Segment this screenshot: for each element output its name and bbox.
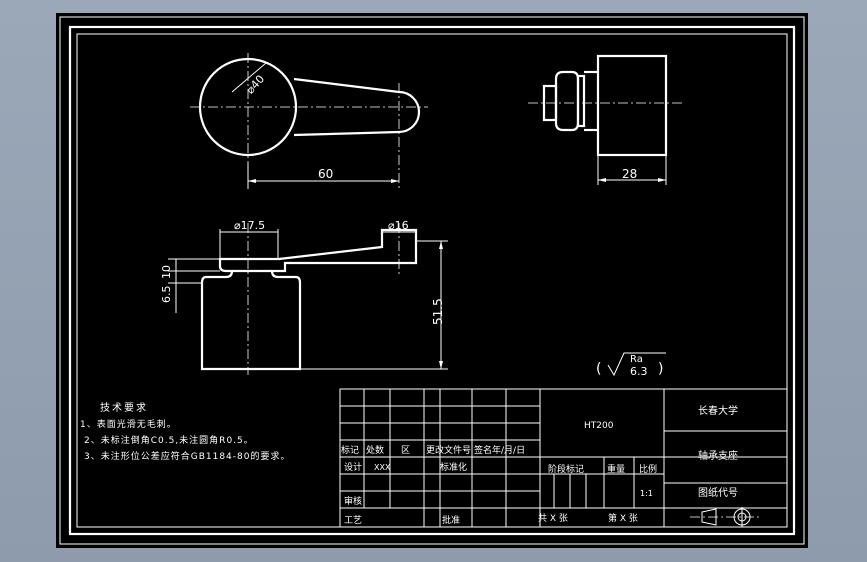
note-item-2: 2、未标注倒角C0.5,未注圆角R0.5。	[84, 434, 254, 446]
inner-border	[68, 25, 796, 536]
arrow-right	[391, 179, 399, 183]
dim-60: 60	[318, 167, 333, 181]
front-outline	[200, 228, 418, 371]
label-process: 工艺	[344, 515, 362, 526]
sheets-total: 共 X 张	[538, 513, 568, 524]
side-body	[596, 54, 668, 157]
label-standard: 标准化	[440, 461, 467, 473]
boss-collar	[554, 70, 580, 132]
projection-symbol	[690, 507, 762, 527]
dim-d40: ⌀40	[244, 72, 267, 96]
drawing-sheet: ⌀40 60 28	[56, 13, 808, 548]
arrow-28-left	[598, 178, 606, 182]
top-view-lever: ⌀40 60	[190, 53, 428, 189]
label-weight: 重量	[607, 463, 625, 475]
label-sign-date: 签名年/月/日	[474, 444, 525, 456]
title-block-border	[339, 388, 788, 528]
label-zone: 区	[401, 445, 410, 456]
arrow-left	[248, 179, 256, 183]
label-stage: 阶段标记	[548, 463, 584, 475]
part-name: 轴承支座	[698, 449, 738, 462]
boss-neck	[576, 74, 586, 128]
drawing-canvas: ⌀40 60 28	[59, 16, 805, 545]
technical-notes: 技术要求 1、表面光滑无毛刺。 2、未标注倒角C0.5,未注圆角R0.5。 3、…	[80, 401, 290, 462]
arrow-51-top	[439, 241, 443, 249]
label-design: 设计	[344, 461, 362, 473]
designer-name: XXX	[374, 463, 391, 472]
dim-51-5: 51.5	[431, 298, 445, 325]
note-item-3: 3、未注形位公差应符合GB1184-80的要求。	[84, 450, 290, 462]
dim-d16: ⌀16	[388, 219, 409, 232]
d40-leader	[231, 62, 267, 93]
scale-value: 1:1	[640, 489, 653, 498]
label-review: 审核	[344, 495, 362, 507]
dim-d17-5: ⌀17.5	[234, 219, 265, 232]
front-view: ⌀17.5 ⌀16 51.5 6.5 10	[160, 219, 448, 375]
sheet-number: 第 X 张	[608, 512, 638, 524]
label-count: 处数	[366, 444, 384, 456]
label-change-no: 更改文件号	[426, 444, 471, 456]
note-item-1: 1、表面光滑无毛刺。	[80, 418, 177, 430]
roughness-value: 6.3	[630, 365, 648, 378]
roughness-label: Ra	[630, 354, 643, 365]
notes-title: 技术要求	[100, 401, 148, 414]
dim-6-5: 6.5	[160, 286, 173, 304]
material-value: HT200	[584, 421, 614, 431]
school-name: 长春大学	[698, 404, 738, 417]
projection-cone	[701, 508, 717, 526]
label-approve: 批准	[442, 514, 460, 526]
dim-10: 10	[160, 265, 173, 279]
roughness-check-mark	[607, 352, 666, 377]
label-mark: 标记	[341, 444, 359, 456]
side-view: 28	[528, 54, 682, 185]
label-scale: 比例	[639, 463, 657, 475]
roughness-paren-right: )	[658, 361, 663, 377]
arrow-28-right	[658, 178, 666, 182]
outer-border	[59, 16, 805, 545]
drawing-no-label: 图纸代号	[698, 486, 738, 499]
dim-28: 28	[622, 167, 637, 181]
arrow-51-bottom	[439, 361, 443, 369]
lever-arm-outline	[293, 77, 421, 137]
roughness-symbol: ( Ra 6.3 )	[596, 352, 666, 378]
title-block: 标记 处数 区 更改文件号 签名年/月/日 设计 XXX 标准化 审核 工艺 批…	[339, 388, 788, 528]
roughness-paren-left: (	[596, 361, 601, 377]
